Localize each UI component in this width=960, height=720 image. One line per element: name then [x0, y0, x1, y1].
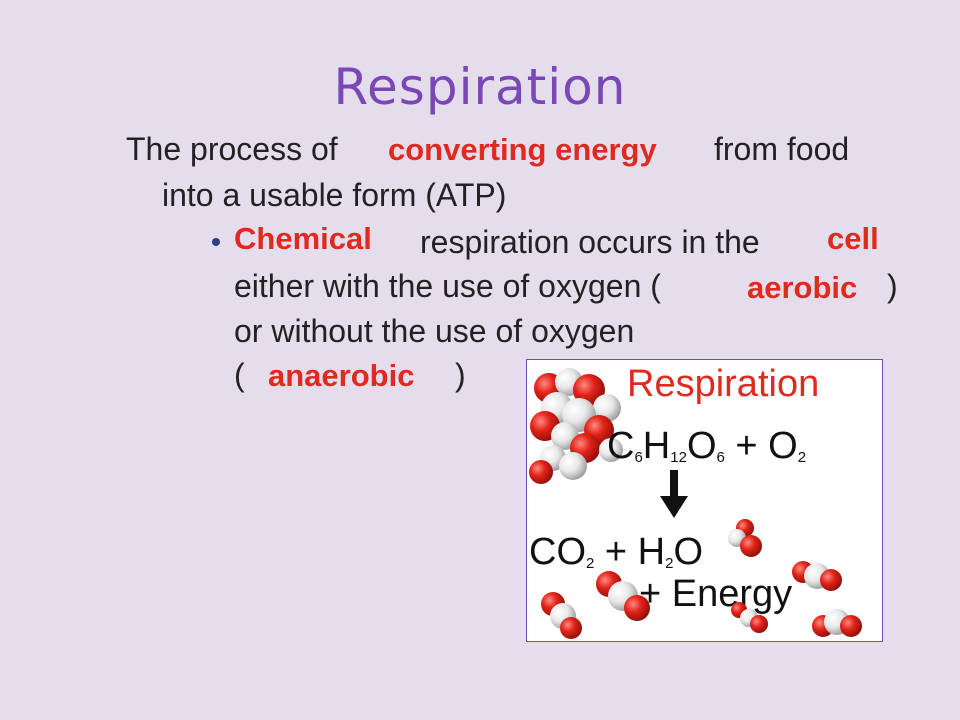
figure-title: Respiration [627, 363, 819, 405]
reactants-formula: C6H12O6 + O2 [607, 425, 806, 467]
definition-line-2: into a usable form (ATP) [162, 177, 507, 213]
definition-text-start: The process of [126, 131, 338, 167]
co2-molecule-icon [596, 571, 650, 621]
co2-molecule-icon-2 [541, 592, 582, 639]
reaction-arrow-icon [660, 470, 688, 518]
co2-molecule-icon-3 [792, 561, 842, 591]
highlight-cell: cell [827, 221, 879, 256]
highlight-chemical: Chemical [234, 221, 372, 256]
bullet-text-respiration: respiration occurs in the [420, 224, 760, 260]
water-molecule-icon [728, 519, 762, 557]
co2-molecule-icon-4 [812, 609, 862, 637]
paren-close-aerobic: ) [887, 268, 898, 304]
respiration-figure-svg: Respiration C6H12O6 + O2 CO2 + H2O + Ene… [529, 363, 862, 639]
bullet-line-without-oxygen: or without the use of oxygen [234, 313, 635, 349]
highlight-aerobic: aerobic [747, 270, 858, 305]
slide-title: Respiration [333, 58, 627, 116]
bullet-line-oxygen: either with the use of oxygen ( [234, 268, 661, 304]
products-formula: CO2 + H2O [529, 531, 703, 573]
definition-text-end: from food [714, 131, 850, 167]
paren-close-anaerobic: ) [455, 357, 466, 393]
paren-open-anaerobic: ( [234, 357, 245, 393]
glucose-molecule-icon [529, 368, 623, 484]
bullet-dot-icon [212, 238, 220, 246]
energy-label: + Energy [639, 573, 792, 615]
water-molecule-icon-2 [731, 602, 768, 633]
highlight-converting-energy: converting energy [388, 132, 657, 167]
respiration-equation-figure: Respiration C6H12O6 + O2 CO2 + H2O + Ene… [526, 359, 883, 642]
svg-text:C6H12O6 + O2: C6H12O6 + O2 [607, 425, 806, 467]
highlight-anaerobic: anaerobic [268, 358, 415, 393]
svg-text:CO2 + H2O: CO2 + H2O [529, 531, 703, 573]
